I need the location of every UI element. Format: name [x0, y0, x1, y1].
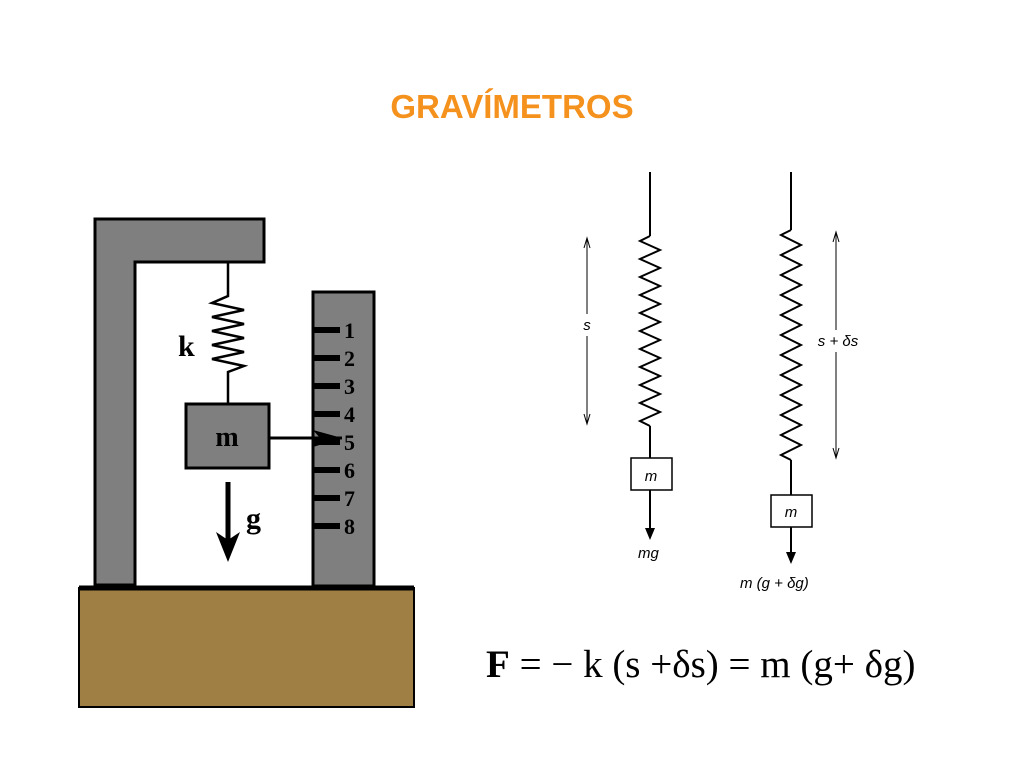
- s-label: s: [583, 317, 591, 334]
- gravity-arrowhead-icon: [216, 532, 240, 562]
- scale-mark-7: 7: [344, 486, 355, 511]
- formula-expression: = − k (s +δs) = m (g+ δg): [509, 643, 916, 686]
- gravity-label: g: [246, 502, 261, 535]
- right-force-arrowhead-icon: [786, 552, 796, 564]
- left-spring: [637, 235, 663, 427]
- right-spring-diagram: m mg s m m (g + δg) s + δs: [578, 172, 866, 592]
- left-mass-label: m: [645, 468, 658, 485]
- sds-dim-bottom-arrow-icon: [832, 447, 840, 460]
- s-plus-ds-label: s + δs: [818, 333, 859, 350]
- left-force-arrowhead-icon: [645, 528, 655, 540]
- left-mass-box: [630, 457, 673, 491]
- scale-ticks: [313, 327, 340, 529]
- right-mass-label: m: [785, 504, 798, 521]
- spring-k: [207, 262, 249, 404]
- mass-label: m: [215, 422, 238, 453]
- scale-mark-3: 3: [344, 374, 355, 399]
- s-dim-bottom-arrow-icon: [583, 413, 591, 426]
- formula-force-symbol: F: [486, 643, 510, 686]
- ground-block: [78, 587, 415, 708]
- scale-mark-4: 4: [344, 402, 355, 427]
- right-spring: [778, 229, 804, 461]
- sds-dim-top-arrow-icon: [832, 230, 840, 243]
- scale-mark-6: 6: [344, 458, 355, 483]
- scale-mark-8: 8: [344, 514, 355, 539]
- scale-mark-2: 2: [344, 346, 355, 371]
- pointer-arrowhead-icon: [313, 430, 342, 447]
- right-force-label: m (g + δg): [740, 575, 809, 592]
- s-dim-top-arrow-icon: [583, 236, 591, 249]
- scale-mark-1: 1: [344, 318, 355, 343]
- support-frame: [93, 217, 266, 587]
- left-gravimeter: 1 2 3 4 5 6 7 8 k m g: [78, 217, 415, 708]
- gravimeter-formula: F = − k (s +δs) = m (g+ δg): [486, 642, 1006, 687]
- spring-constant-label: k: [178, 330, 195, 363]
- left-force-label: mg: [638, 545, 659, 562]
- mass-block: [184, 402, 271, 470]
- slide-title: GRAVÍMETROS: [390, 88, 634, 125]
- scale-mark-5: 5: [344, 430, 355, 455]
